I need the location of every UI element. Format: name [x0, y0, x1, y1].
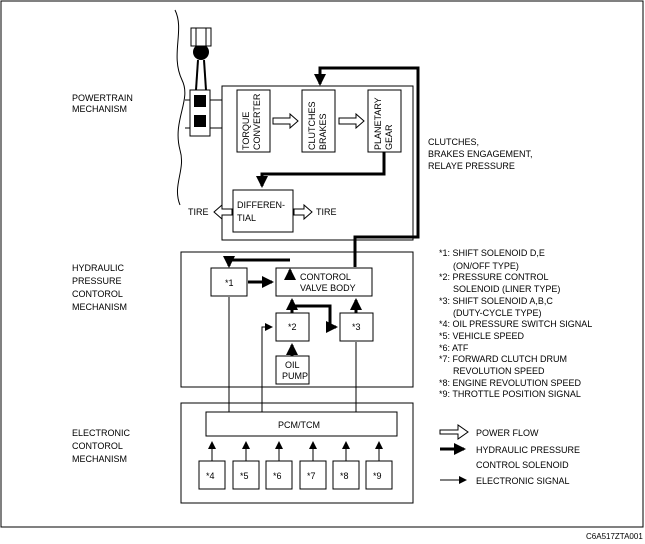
svg-text:*6: *6 [273, 471, 282, 481]
svg-text:*4: *4 [206, 471, 215, 481]
svg-text:CONTOROL: CONTOROL [300, 272, 351, 282]
svg-text:*9: THROTTLE POSITION SIGNAL: *9: THROTTLE POSITION SIGNAL [439, 389, 581, 399]
svg-text:*1: SHIFT SOLENOID D,E: *1: SHIFT SOLENOID D,E [439, 248, 545, 258]
svg-text:MECHANISM: MECHANISM [72, 302, 127, 312]
svg-text:*8: ENGINE REVOLUTION SPEED: *8: ENGINE REVOLUTION SPEED [439, 378, 582, 388]
solenoid-3-block: *3 [339, 312, 374, 342]
tire-left-label: TIRE [188, 207, 209, 217]
svg-text:*3: SHIFT SOLENOID A,B,C: *3: SHIFT SOLENOID A,B,C [439, 296, 553, 306]
svg-text:*2: PRESSURE CONTROL: *2: PRESSURE CONTROL [439, 272, 549, 282]
svg-text:RELAYE PRESSURE: RELAYE PRESSURE [428, 161, 515, 171]
svg-text:CLUTCHES: CLUTCHES [307, 101, 317, 150]
input-8-block: *8 [332, 441, 360, 490]
svg-text:*8: *8 [340, 471, 349, 481]
svg-text:GEAR: GEAR [384, 124, 394, 150]
torque-converter-block: TORQUE CONVERTER [236, 89, 271, 153]
svg-text:CONTOROL: CONTOROL [72, 441, 123, 451]
svg-text:REVOLUTION SPEED: REVOLUTION SPEED [453, 366, 545, 376]
svg-text:*3: *3 [352, 322, 361, 332]
svg-text:MECHANISM: MECHANISM [72, 454, 127, 464]
planetary-gear-block: PLANETARY GEAR [367, 89, 402, 153]
svg-text:HYDRAULIC: HYDRAULIC [72, 263, 125, 273]
svg-text:*9: *9 [373, 471, 382, 481]
section-label-hydraulic: HYDRAULIC PRESSURE CONTOROL MECHANISM [72, 263, 127, 312]
svg-text:ELECTRONIC: ELECTRONIC [72, 428, 131, 438]
svg-text:SOLENOID (LINER TYPE): SOLENOID (LINER TYPE) [453, 284, 560, 294]
engine-illustration [174, 9, 222, 206]
input-6-block: *6 [265, 441, 293, 490]
power-flow-arrow-tire-left [213, 203, 233, 221]
hydraulic-panel [180, 251, 414, 388]
solenoid-2-block: *2 [275, 312, 310, 342]
solenoid2-to-solenoid3-line [292, 304, 338, 333]
oil-pump-block: OIL PUMP [275, 355, 310, 385]
svg-text:*5: VEHICLE SPEED: *5: VEHICLE SPEED [439, 331, 525, 341]
input-7-block: *7 [299, 441, 327, 490]
svg-text:BRAKES: BRAKES [318, 113, 328, 150]
power-flow-arrow-1 [272, 112, 299, 130]
svg-text:TIAL: TIAL [237, 213, 256, 223]
planetary-to-differential-line [256, 152, 386, 188]
svg-text:POWER FLOW: POWER FLOW [476, 428, 539, 438]
legend-power-flow-icon [439, 424, 469, 440]
svg-text:HYDRAULIC PRESSURE: HYDRAULIC PRESSURE [476, 445, 580, 455]
svg-text:VALVE BODY: VALVE BODY [300, 283, 356, 293]
outer-frame [0, 0, 644, 528]
pcm-to-solenoid2-signal [261, 323, 273, 412]
clutches-brakes-block: CLUTCHES BRAKES [301, 89, 336, 153]
svg-text:(ON/OFF TYPE): (ON/OFF TYPE) [453, 261, 519, 271]
hydraulic-feedback-line [314, 66, 420, 267]
valve-to-solenoid1-line [223, 256, 276, 268]
section-label-powertrain: POWERTRAIN MECHANISM [72, 93, 133, 114]
footnotes-list: *1: SHIFT SOLENOID D,E (ON/OFF TYPE) *2:… [439, 248, 592, 399]
svg-text:*6: ATF: *6: ATF [439, 343, 469, 353]
legend: POWER FLOW HYDRAULIC PRESSURE CONTROL SO… [439, 424, 580, 486]
svg-text:PCM/TCM: PCM/TCM [278, 420, 320, 430]
svg-text:(DUTY-CYCLE TYPE): (DUTY-CYCLE TYPE) [453, 308, 542, 318]
svg-text:*4: OIL PRESSURE SWITCH SIGNAL: *4: OIL PRESSURE SWITCH SIGNAL [439, 319, 592, 329]
tire-right-label: TIRE [316, 207, 337, 217]
electronic-panel [180, 402, 414, 504]
section-label-electronic: ELECTRONIC CONTOROL MECHANISM [72, 428, 131, 464]
svg-text:ELECTRONIC SIGNAL: ELECTRONIC SIGNAL [476, 476, 570, 486]
svg-text:CLUTCHES,: CLUTCHES, [428, 137, 479, 147]
svg-text:MECHANISM: MECHANISM [72, 104, 127, 114]
svg-text:CONVERTER: CONVERTER [252, 93, 262, 150]
clutch-engagement-note: CLUTCHES, BRAKES ENGAGEMENT, RELAYE PRES… [428, 137, 533, 171]
svg-text:PUMP: PUMP [282, 371, 308, 381]
svg-text:*7: FORWARD CLUTCH DRUM: *7: FORWARD CLUTCH DRUM [439, 354, 567, 364]
svg-text:TORQUE: TORQUE [241, 112, 251, 150]
svg-text:BRAKES ENGAGEMENT,: BRAKES ENGAGEMENT, [428, 149, 533, 159]
svg-text:PLANETARY: PLANETARY [373, 97, 383, 150]
pcm-tcm-block: PCM/TCM [205, 411, 398, 437]
svg-text:*2: *2 [288, 322, 297, 332]
input-5-block: *5 [232, 441, 260, 490]
solenoid-1-block: *1 [210, 267, 248, 297]
svg-text:*7: *7 [307, 471, 316, 481]
svg-text:CONTOROL: CONTOROL [72, 289, 123, 299]
svg-text:*1: *1 [225, 278, 234, 288]
svg-text:CONTROL SOLENOID: CONTROL SOLENOID [476, 460, 569, 470]
svg-text:POWERTRAIN: POWERTRAIN [72, 93, 133, 103]
power-flow-arrow-tire-right [293, 203, 313, 221]
input-4-block: *4 [198, 441, 226, 490]
input-9-block: *9 [365, 441, 393, 490]
svg-text:OIL: OIL [285, 360, 300, 370]
figure-code: C6A517ZTA001 [586, 532, 643, 541]
svg-text:DIFFEREN-: DIFFEREN- [237, 200, 285, 210]
svg-text:*5: *5 [240, 471, 249, 481]
power-flow-arrow-2 [338, 112, 365, 130]
differential-block: DIFFEREN- TIAL [232, 189, 294, 233]
svg-text:PRESSURE: PRESSURE [72, 276, 122, 286]
powertrain-housing [221, 85, 414, 241]
